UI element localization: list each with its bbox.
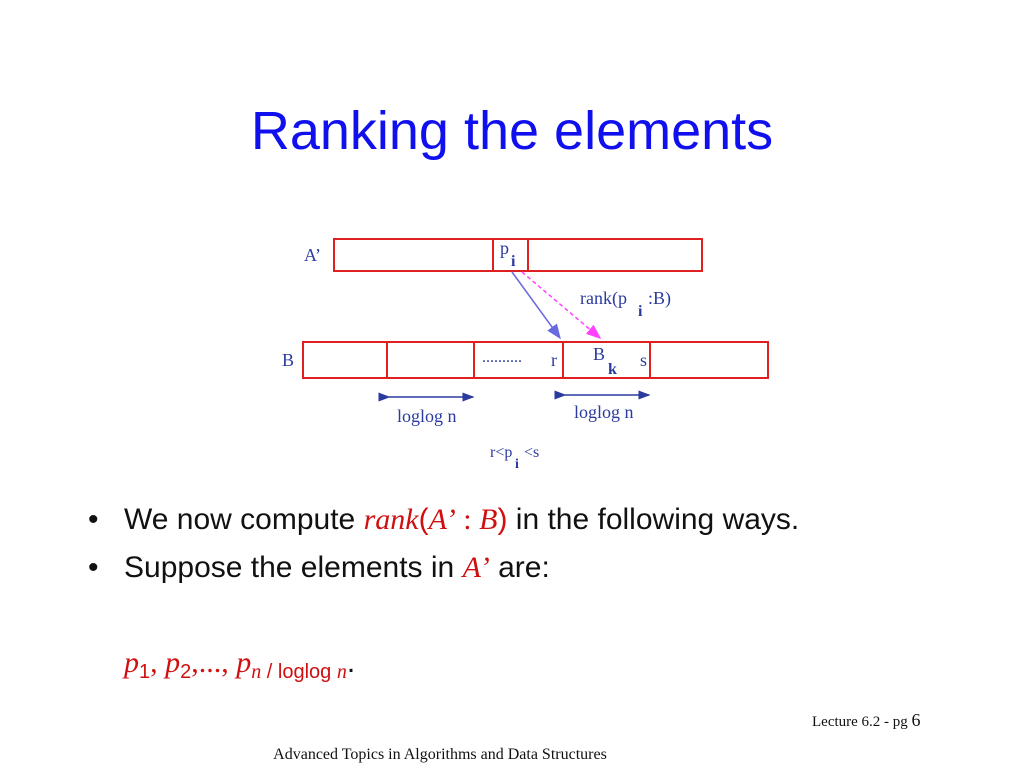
label-rank: rank(p [580,288,627,309]
bullet-2-a: A’ [462,551,490,584]
bullet-2-suffix: are: [489,551,550,584]
label-loglog-right: loglog n [574,402,634,422]
seq-end: . [346,646,356,679]
seq-pn-sub-n2: n [336,661,347,683]
seq-pn: p [236,646,252,679]
array-a-prime [333,238,703,272]
bullet-dot: • [88,503,99,536]
seq-p1-sub: 1 [139,661,151,683]
array-b [302,341,769,379]
pointer-arrow-solid [511,271,561,340]
seq-p2-sub: 2 [180,661,192,683]
bullet-2-prefix: Suppose the elements in [124,551,463,584]
label-condition-sub: i [515,457,519,472]
label-bk-sub: k [608,361,617,378]
pointer-arrow-dashed [521,271,602,339]
label-loglog-left: loglog n [397,406,457,426]
seq-p2: p [165,646,181,679]
bullet-1-open: ( [418,503,429,536]
bullet-1-colon: : [455,503,480,536]
seq-ellipsis: ,..., [191,646,237,679]
footer-page-number: 6 [911,710,921,730]
bullet-1-suffix: in the following ways. [507,503,800,536]
slide-title: Ranking the elements [250,101,774,161]
label-bk: B [593,344,605,364]
footer-course-title: Advanced Topics in Algorithms and Data S… [273,746,607,763]
label-condition-tail: <s [524,444,539,461]
label-a-prime: A’ [304,245,321,265]
bullet-list: • We now compute rank(A’ : B) in the fol… [88,502,888,598]
footer-lecture: Lecture 6.2 - pg [812,714,912,730]
label-dots: .......... [482,349,522,366]
label-condition: r<p [490,444,512,461]
bullet-item-2: • Suppose the elements in A’ are: [88,550,888,586]
label-rank-sub: i [638,303,643,320]
bullet-1-b: B [479,503,498,536]
seq-pn-sub-rest: / loglog [261,661,337,683]
seq-p1: p [124,646,139,679]
bullet-item-1: • We now compute rank(A’ : B) in the fol… [88,502,888,538]
bullet-dot: • [88,551,99,584]
seq-pn-sub-n: n [251,661,262,683]
label-rank-tail: :B) [648,288,671,309]
bullet-1-rank: rank [363,503,419,536]
seq-sep1: , [150,646,166,679]
sequence-formula: p1, p2,..., pn / loglog n. [124,646,355,684]
label-pi: p [500,238,509,258]
bullet-1-close: ) [497,503,508,536]
label-pi-sub: i [511,253,516,270]
label-s: s [640,350,647,370]
footer-page-label: Lecture 6.2 - pg 6 [812,710,921,731]
bullet-1-a: A’ [428,503,456,536]
label-r: r [551,350,557,370]
bullet-1-prefix: We now compute [124,503,364,536]
label-b: B [282,350,294,370]
